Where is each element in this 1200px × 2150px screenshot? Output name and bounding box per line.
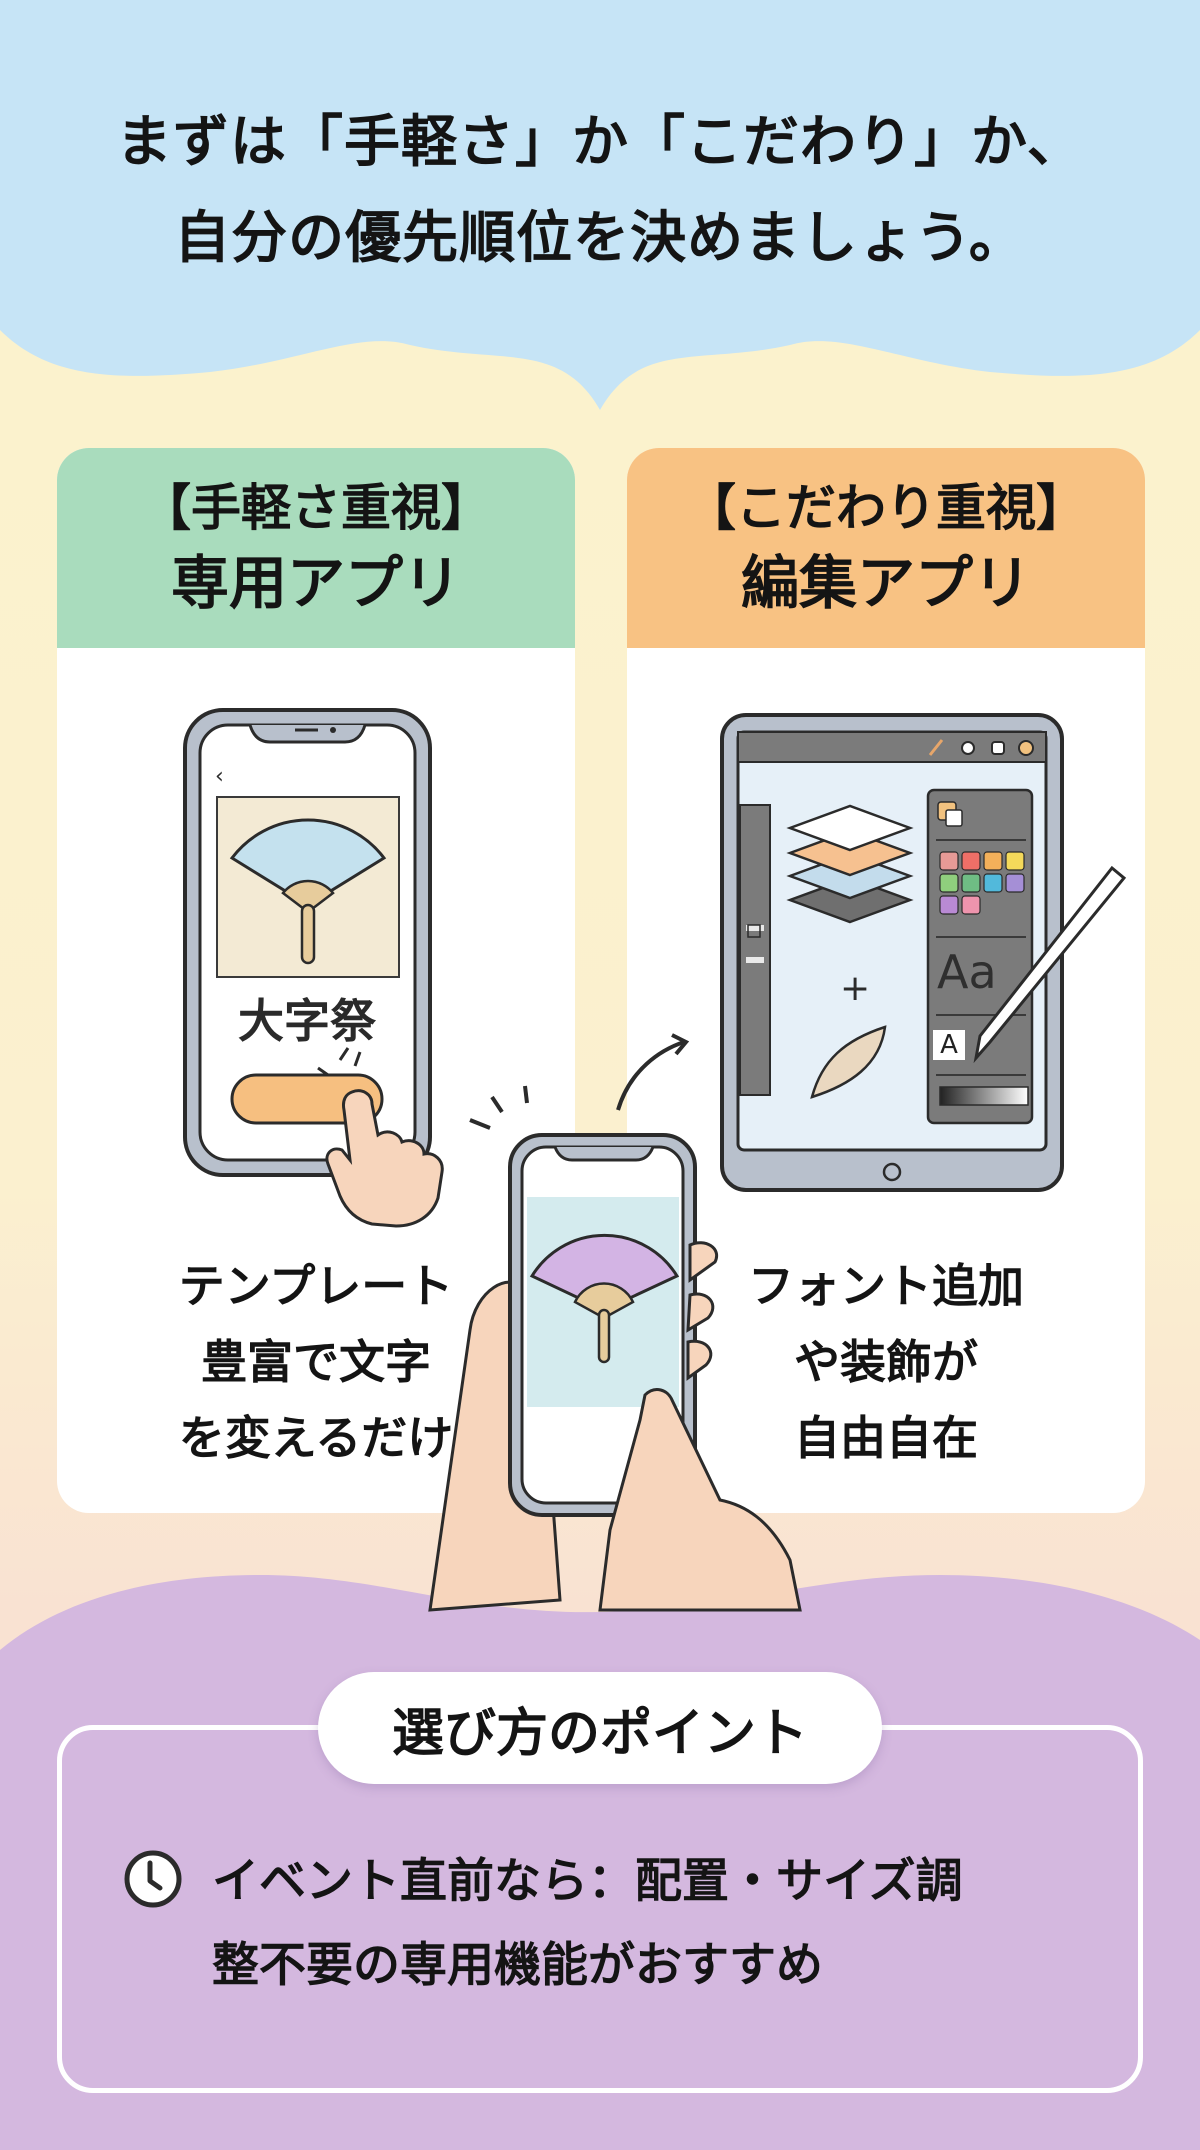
headline-line-2: 自分の優先順位を決めましょう。 [174, 206, 1026, 271]
card-easy-header: 【手軽さ重視】 専用アプリ [57, 448, 575, 648]
card-custom-title: 編集アプリ [740, 549, 1031, 617]
clock-icon [124, 1850, 182, 1908]
card-easy-description: テンプレート 豊富で文字 を変えるだけ [178, 1259, 454, 1465]
headline-line-1: まずは「手軽さ」か「こだわり」か、 [116, 110, 1084, 175]
card-custom-app: 【こだわり重視】 編集アプリ フォント追加 や装飾が 自由自在 [627, 448, 1145, 1513]
page-headline: まずは「手軽さ」か「こだわり」か、 自分の優先順位を決めましょう。 [0, 95, 1200, 287]
card-custom-tag: 【こだわり重視】 [686, 479, 1086, 537]
card-easy-app: 【手軽さ重視】 専用アプリ テンプレート 豊富で文字 を変えるだけ [57, 448, 575, 1513]
points-badge: 選び方のポイント [318, 1672, 882, 1784]
card-easy-title: 専用アプリ [170, 549, 461, 617]
text-tool-icon: A [933, 1030, 965, 1060]
card-custom-description: フォント追加 や装飾が 自由自在 [748, 1259, 1024, 1465]
card-custom-header: 【こだわり重視】 編集アプリ [627, 448, 1145, 648]
phone-screen-title: 大字祭 [238, 994, 376, 1048]
card-easy-tag: 【手軽さ重視】 [141, 479, 491, 537]
point-text: イベント直前なら：配置・サイズ調 整不要の専用機能がおすすめ [212, 1854, 963, 1993]
point-item: イベント直前なら：配置・サイズ調 整不要の専用機能がおすすめ [122, 1840, 1102, 2008]
font-sample-icon: Aa [937, 945, 997, 999]
